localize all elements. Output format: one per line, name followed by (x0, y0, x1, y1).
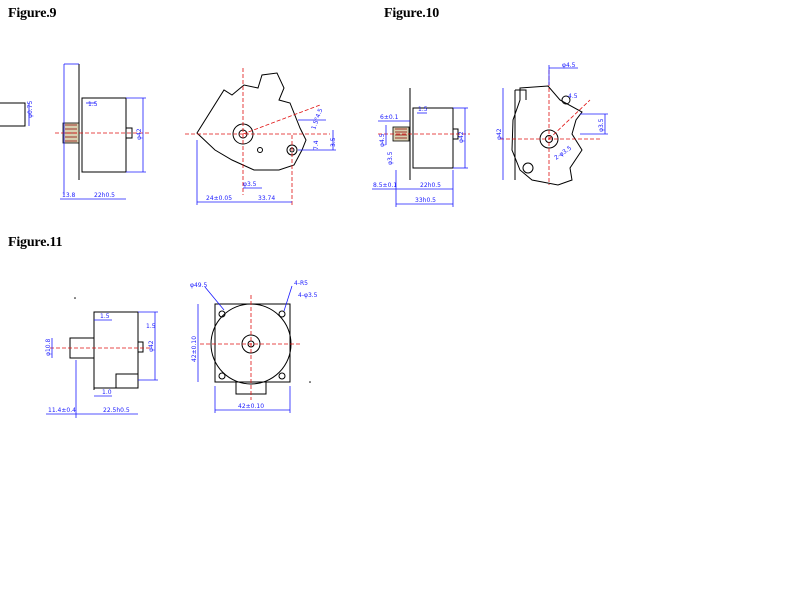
figure-9-drawing: φ0.75 1.5 φ42 13.8 22h0.5 24±0.05 33.74 (0, 63, 337, 205)
fig10-dim-33: 33h0.5 (415, 197, 436, 204)
fig11-leader-r5 (283, 285, 293, 312)
fig11-mount-hole-br (278, 372, 286, 380)
stray-dot-2 (309, 381, 311, 383)
fig10-dim-6: 6±0.1 (380, 114, 399, 121)
fig10-dim-phi35: φ3.5 (387, 151, 394, 165)
fig9-dim-138: 13.8 (62, 192, 76, 199)
figure-10-drawing: 1.5 6±0.1 φ4.5 φ3.5 φ42 8.5±0.1 22h0.5 3… (372, 62, 608, 207)
fig10-front-centerline-d (548, 99, 591, 140)
fig9-dim-angle: 1.5°4.5 (310, 107, 324, 130)
fig11-mount-hole-bl (218, 372, 226, 380)
fig11-dim-42-v: 42±0.10 (191, 336, 198, 362)
fig9-dim-15: 1.5 (88, 101, 98, 108)
fig10-top-hole (561, 95, 571, 105)
fig9-dim-phi35: φ3.5 (243, 181, 257, 188)
fig11-mount-hole-tl (218, 310, 226, 318)
fig11-dim-42-h: 42±0.10 (238, 403, 264, 410)
fig11-dim-phi108: φ10.8 (45, 339, 52, 357)
fig11-dim-4phi35: 4-φ3.5 (298, 292, 318, 299)
fig9-small-hole (257, 147, 263, 153)
fig10-dim-phi42-front: φ42 (496, 128, 503, 140)
fig10-motor-body (412, 107, 454, 169)
fig10-dim-phi42: φ42 (458, 131, 465, 143)
fig11-dim-phi42: φ42 (148, 340, 155, 352)
figure-11-title: Figure.11 (8, 235, 63, 250)
fig11-dim-4r5: 4-R5 (294, 280, 308, 287)
fig11-dim-phi495: φ49.5 (190, 282, 208, 289)
fig9-edge-part (0, 102, 26, 127)
fig10-dim-85: 8.5±0.1 (373, 182, 397, 189)
stray-dot-1 (74, 297, 76, 299)
fig9-dim-24: 24±0.05 (206, 195, 232, 202)
fig11-dim-15b: 1.5 (146, 323, 156, 330)
fig10-gear-teeth (395, 128, 407, 139)
fig9-motor-body (81, 97, 127, 173)
fig11-mount-hole-tr (278, 310, 286, 318)
fig11-leader-phi495 (204, 286, 225, 311)
fig9-shaft-stub (125, 127, 133, 139)
fig9-dim-3374: 33.74 (258, 195, 275, 202)
fig10-dim-22: 22h0.5 (420, 182, 441, 189)
fig10-mount-hole (522, 162, 534, 174)
fig10-dim-phi45-top: φ4.5 (562, 62, 576, 69)
fig9-dim-phi42: φ42 (136, 128, 143, 140)
fig11-dim-114: 11.4±0.4 (48, 407, 76, 414)
fig9-dim-74: 7.4 (313, 140, 320, 150)
fig10-dim-45: 4.5 (568, 93, 578, 100)
figure-10-title: Figure.10 (384, 6, 440, 21)
fig10-dim-phi45: φ4.5 (379, 133, 386, 147)
fig9-dim-35: 3.5 (330, 137, 337, 147)
fig10-bracket-outline (511, 85, 583, 186)
fig9-dim-22: 22h0.5 (94, 192, 115, 199)
fig10-dim-phi35-r: φ3.5 (598, 118, 605, 132)
fig11-dim-10: 1.0 (102, 389, 112, 396)
fig10-dim-2phi35: 2-φ3.5 (553, 145, 573, 162)
fig11-dim-225: 22.5h0.5 (103, 407, 130, 414)
fig11-connector (115, 373, 139, 389)
fig9-front-centerline-d (242, 104, 321, 135)
figure-9-title: Figure.9 (8, 6, 57, 21)
figure-11-drawing: 1.5 1.5 φ42 φ10.8 1.0 11.4±0.4 22.5h0.5 … (45, 280, 318, 418)
fig10-dim-15: 1.5 (418, 106, 428, 113)
fig9-dim-phi075: φ0.75 (27, 101, 34, 119)
fig9-bracket-outline (196, 72, 307, 171)
fig11-dim-15a: 1.5 (100, 313, 110, 320)
fig11-shaft-stub (137, 341, 144, 353)
fig10-bracket-edge (514, 89, 527, 180)
